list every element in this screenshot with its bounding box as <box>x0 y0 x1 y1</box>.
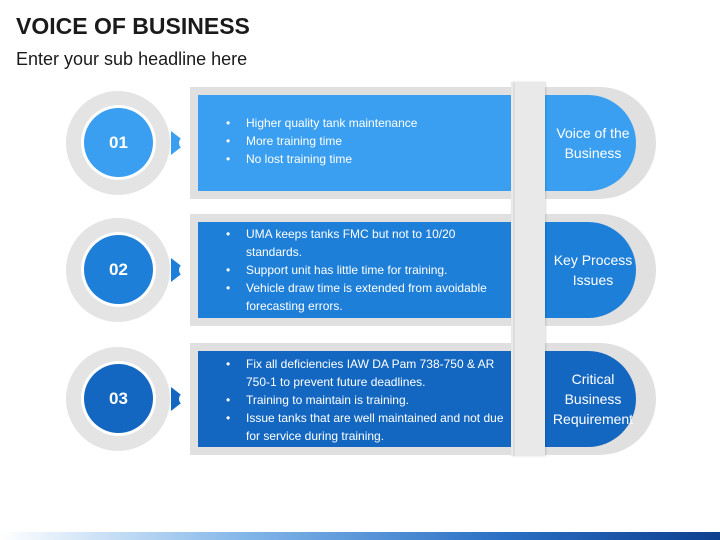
step-number-badge: 01 <box>84 108 153 177</box>
page-title: VOICE OF BUSINESS <box>16 13 250 39</box>
row-label: Critical Business Requirement <box>552 371 634 427</box>
pointer-icon <box>170 383 191 415</box>
row-01: 01 Higher quality tank maintenance More … <box>0 87 720 213</box>
row-03: 03 Fix all deficiencies IAW DA Pam 738-7… <box>0 343 720 469</box>
bullet-item: UMA keeps tanks FMC but not to 10/20 sta… <box>222 225 512 261</box>
bullet-list: Fix all deficiencies IAW DA Pam 738-750 … <box>222 355 512 445</box>
bullet-item: Training to maintain is training. <box>222 391 512 409</box>
bullet-list: Higher quality tank maintenance More tra… <box>222 114 512 168</box>
row-02: 02 UMA keeps tanks FMC but not to 10/20 … <box>0 214 720 340</box>
row-label: Voice of the Business <box>556 125 630 161</box>
vertical-divider <box>511 82 545 456</box>
bullet-item: More training time <box>222 132 512 150</box>
bullet-item: Issue tanks that are well maintained and… <box>222 409 512 445</box>
bullet-item: Support unit has little time for trainin… <box>222 261 512 279</box>
row-label: Key Process Issues <box>553 252 633 288</box>
bullet-item: No lost training time <box>222 150 512 168</box>
step-number-badge: 02 <box>84 235 153 304</box>
bullet-item: Fix all deficiencies IAW DA Pam 738-750 … <box>222 355 512 391</box>
footer-gradient-bar <box>0 532 720 540</box>
step-number-badge: 03 <box>84 364 153 433</box>
bullet-item: Vehicle draw time is extended from avoid… <box>222 279 512 315</box>
bullet-list: UMA keeps tanks FMC but not to 10/20 sta… <box>222 225 512 315</box>
pointer-icon <box>170 254 191 286</box>
page-subtitle: Enter your sub headline here <box>16 49 248 69</box>
pointer-icon <box>170 127 191 159</box>
bullet-item: Higher quality tank maintenance <box>222 114 512 132</box>
